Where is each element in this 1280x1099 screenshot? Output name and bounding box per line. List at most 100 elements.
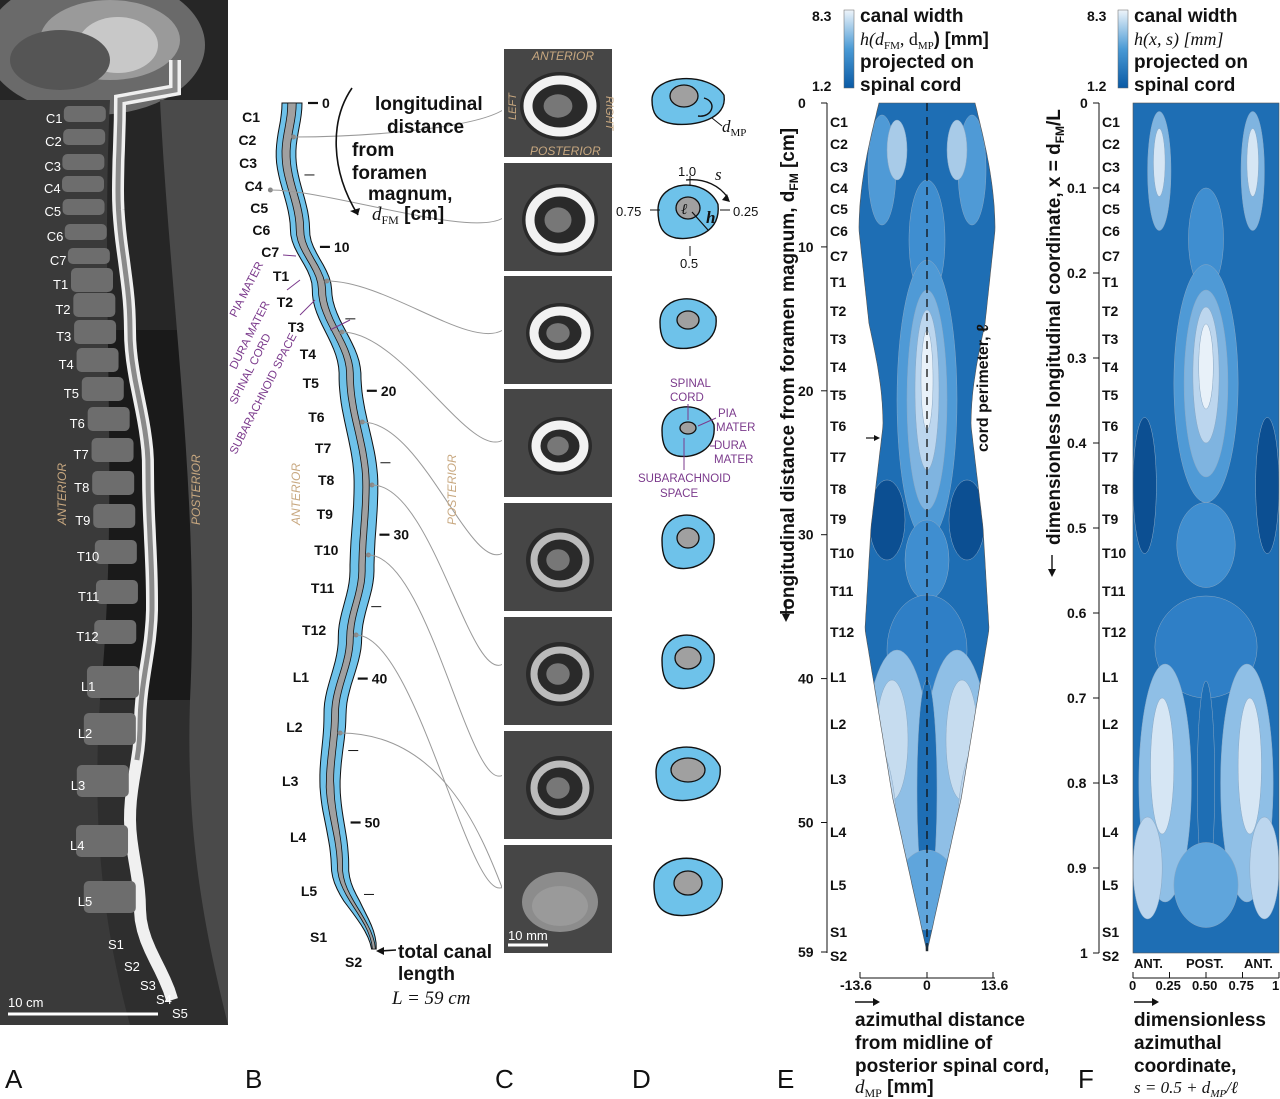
f-legend-1: canal width: [1134, 6, 1237, 27]
d-dura: DURA: [714, 440, 747, 452]
e-vertebra-t11: T11: [830, 583, 854, 599]
mri-vertebral-body: [81, 377, 124, 401]
axial-slice-6: [502, 615, 614, 727]
f-contour-band: [1150, 697, 1175, 835]
b-vertebra-t11: T11: [311, 580, 335, 596]
f-ytick-label: 0.3: [1067, 350, 1087, 366]
schematic-section-6: [661, 634, 715, 690]
b-vertebra-t6: T6: [308, 409, 325, 425]
b-vertebra-t12: T12: [302, 622, 326, 638]
e-vertebra-l4: L4: [830, 824, 847, 840]
b-slice-connector: [340, 732, 504, 891]
f-contour-band: [1237, 697, 1262, 835]
d-pia: PIA: [718, 408, 737, 420]
b-vertebra-t3: T3: [288, 319, 305, 335]
b-vertebra-c6: C6: [252, 222, 270, 238]
e-xlabel-2: from midline of: [855, 1033, 993, 1054]
a-vertebra-l2: L2: [78, 726, 92, 741]
a-vertebra-c1: C1: [46, 111, 63, 126]
a-vertebra-c2: C2: [45, 134, 62, 149]
f-vertebra-t11: T11: [1102, 583, 1126, 599]
f-vertebra-t7: T7: [1102, 449, 1119, 465]
e-vertebra-t1: T1: [830, 274, 847, 290]
panel-letter-b: B: [245, 1064, 262, 1094]
d-space: SPACE: [660, 488, 698, 500]
f-vertebra-t9: T9: [1102, 511, 1119, 527]
mri-vertebral-body: [62, 176, 105, 192]
mri-vertebral-body: [67, 248, 110, 264]
e-legend-2d: ) [mm]: [934, 29, 989, 49]
b-vertebra-c5: C5: [250, 200, 268, 216]
d-v05: 0.5: [680, 256, 698, 271]
e-vertebra-l2: L2: [830, 716, 847, 732]
d-v075: 0.75: [616, 204, 641, 219]
e-vertebra-t10: T10: [830, 545, 854, 561]
e-ylabel-sub: FM: [787, 173, 801, 190]
b-slice-connector: [270, 189, 504, 224]
d-h: h: [706, 208, 715, 227]
b-vertebra-c3: C3: [239, 155, 257, 171]
f-vertebra-c7: C7: [1102, 248, 1120, 264]
d-subarach: SUBARACHNOID: [638, 473, 731, 485]
f-vertebra-t5: T5: [1102, 387, 1119, 403]
e-ytick-label: 10: [798, 239, 814, 255]
mri-vertebral-body: [95, 580, 138, 604]
c-posterior-label: POSTERIOR: [530, 144, 601, 158]
schematic-section-5: [661, 514, 715, 570]
axial-slice-3: [502, 274, 614, 386]
e-vertebra-t5: T5: [830, 387, 847, 403]
a-vertebra-t3: T3: [56, 329, 71, 344]
b-vertebra-l3: L3: [282, 773, 299, 789]
b-vertebra-t10: T10: [314, 542, 338, 558]
b-vertebra-l2: L2: [286, 719, 303, 735]
schematic-cord: [669, 84, 699, 108]
e-legend-2sep: , d: [900, 29, 918, 49]
mri-vertebral-body: [62, 154, 105, 170]
svg-text:dimensionless longitudinal coo: dimensionless longitudinal coordinate, x…: [1044, 109, 1067, 545]
d-cord: CORD: [670, 392, 704, 404]
e-colorbar: [843, 9, 855, 89]
e-xlabel-4: d: [855, 1077, 865, 1098]
f-ytick-label: 0.5: [1067, 520, 1087, 536]
schematic-cord: [679, 421, 697, 435]
f-legend-4: spinal cord: [1134, 75, 1235, 96]
a-vertebra-s3: S3: [140, 978, 156, 993]
mri-vertebral-body: [91, 438, 134, 462]
e-legend-2: h(d: [860, 29, 885, 50]
f-vertebra-c3: C3: [1102, 159, 1120, 175]
d-dmp-sub: MP: [731, 127, 747, 139]
e-cb-max: 8.3: [812, 8, 832, 24]
e-vertebra-c5: C5: [830, 201, 848, 217]
b-tick-label: 20: [381, 383, 397, 399]
f-contour-band: [1246, 128, 1259, 197]
b-tick-label: 10: [334, 239, 350, 255]
f-contour-band: [1173, 842, 1239, 928]
e-legend-3: projected on: [860, 52, 974, 73]
f-ytick-label: 0.6: [1067, 605, 1087, 621]
schematic-section-7: [655, 746, 721, 802]
f-xtop-label: ANT.: [1134, 956, 1163, 971]
mri-vertebral-body: [86, 666, 139, 698]
f-xlabel-3: coordinate,: [1134, 1056, 1236, 1077]
axial-slice-1: [502, 47, 614, 159]
c-scalebar-label: 10 mm: [508, 928, 548, 943]
b-tick-label: 50: [365, 814, 381, 830]
f-contour-band: [1198, 323, 1214, 410]
f-xlabel-1: dimensionless: [1134, 1010, 1266, 1031]
b-slice-connector: [326, 280, 504, 335]
mri-vertebral-body: [74, 320, 117, 344]
f-vertebra-t3: T3: [1102, 331, 1119, 347]
f-vertebra-c6: C6: [1102, 223, 1120, 239]
f-ytick-label: 0.2: [1067, 265, 1087, 281]
e-vertebra-t6: T6: [830, 418, 847, 434]
b-axis-text-2: distance: [387, 117, 464, 138]
e-vertebra-t8: T8: [830, 481, 847, 497]
mri-vertebral-body: [63, 129, 106, 145]
b-slice-connector: [362, 421, 504, 556]
a-vertebra-t2: T2: [55, 302, 70, 317]
f-xtop-label: POST.: [1186, 956, 1224, 971]
e-legend-1: canal width: [860, 6, 963, 27]
b-axis-sym: d: [372, 204, 382, 225]
f-contour-band: [1133, 816, 1163, 920]
